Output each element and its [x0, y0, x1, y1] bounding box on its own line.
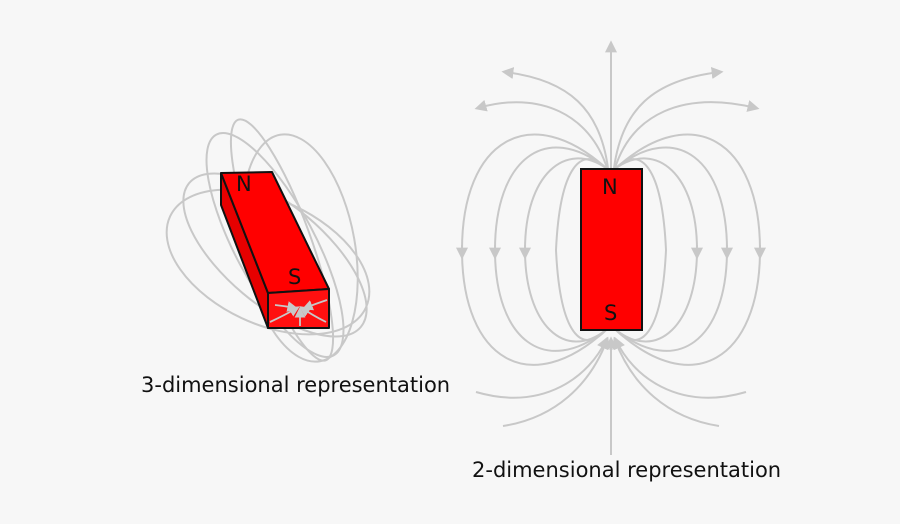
two-d-top-line-r1 — [613, 67, 724, 169]
two-d-magnet-bar — [580, 168, 643, 331]
three-d-magnet-group: N S — [165, 118, 371, 363]
two-d-bottom-line-l2 — [475, 336, 608, 399]
three-d-field-loop-5 — [165, 188, 371, 336]
two-d-top-line-r2 — [614, 100, 760, 169]
two-d-bottom-line-r1 — [612, 336, 720, 427]
three-d-arrow-5 — [301, 299, 328, 311]
two-d-caption: 2-dimensional representation — [472, 458, 782, 482]
two-d-top-line-l1 — [501, 67, 609, 169]
three-d-magnet-body — [220, 171, 330, 329]
three-d-caption: 3-dimensional representation — [141, 373, 451, 397]
two-d-magnet-group: N S — [456, 40, 766, 455]
three-d-field-loop-1 — [182, 172, 368, 338]
two-d-bottom-line-r2 — [614, 336, 747, 399]
three-d-north-label: N — [236, 172, 252, 196]
two-d-top-line-l2 — [474, 99, 608, 169]
two-d-loop-right-4 — [615, 158, 668, 341]
three-d-arrow-4 — [274, 301, 299, 312]
two-d-south-label: S — [604, 301, 617, 325]
two-d-north-label: N — [602, 175, 618, 199]
two-d-loop-arrows — [456, 245, 766, 260]
three-d-south-arrows — [269, 299, 328, 326]
two-d-loop-left-4 — [554, 158, 607, 341]
three-d-magnet-bottom-face — [267, 288, 330, 329]
three-d-south-label: S — [288, 265, 301, 289]
two-d-bottom-line-l1 — [502, 336, 610, 427]
